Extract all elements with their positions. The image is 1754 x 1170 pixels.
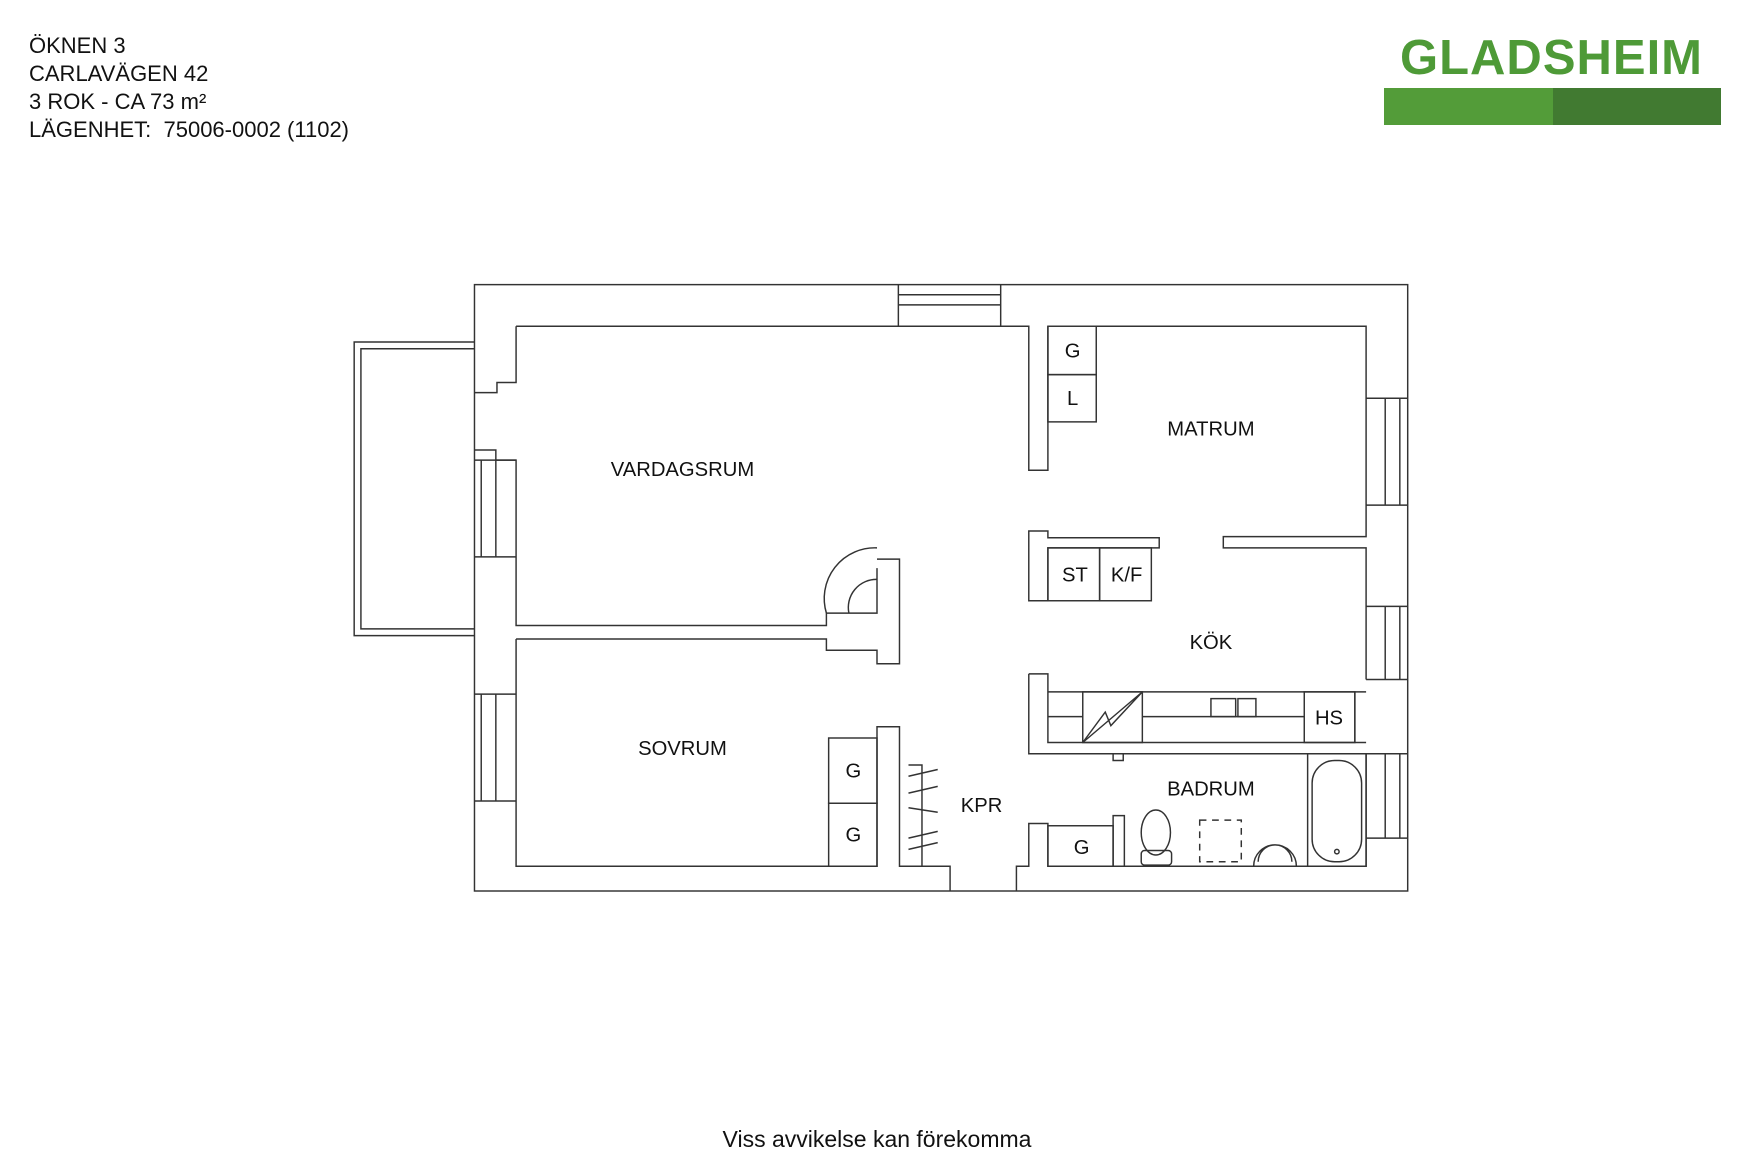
property-name: ÖKNEN 3 bbox=[29, 33, 126, 58]
wardrobe-label: G bbox=[1065, 341, 1081, 363]
apartment-number: LÄGENHET: 75006-0002 (1102) bbox=[29, 117, 349, 142]
wardrobe-label: G bbox=[1074, 837, 1090, 859]
wardrobe-label: G bbox=[846, 760, 862, 782]
fridge-freezer-label: K/F bbox=[1111, 565, 1142, 587]
room-label-badrum: BADRUM bbox=[1167, 778, 1255, 800]
disclaimer: Viss avvikelse kan förekomma bbox=[722, 1126, 1032, 1152]
property-size: 3 ROK - CA 73 m² bbox=[29, 89, 207, 114]
room-label-matrum: MATRUM bbox=[1167, 418, 1254, 440]
room-label-vardagsrum: VARDAGSRUM bbox=[611, 459, 754, 481]
room-label-kok: KÖK bbox=[1190, 632, 1233, 654]
property-address: CARLAVÄGEN 42 bbox=[29, 61, 209, 86]
wardrobe-label: G bbox=[846, 824, 862, 846]
tall-cabinet-label: HS bbox=[1315, 707, 1343, 729]
room-label-sovrum: SOVRUM bbox=[638, 738, 727, 760]
room-label-kpr: KPR bbox=[961, 795, 1003, 817]
logo-text: GLADSHEIM bbox=[1400, 31, 1703, 85]
walls bbox=[353, 283, 1409, 892]
logo-bar bbox=[1384, 88, 1721, 125]
property-info: ÖKNEN 3 CARLAVÄGEN 42 3 ROK - CA 73 m² L… bbox=[29, 32, 349, 144]
linen-closet-label: L bbox=[1067, 388, 1078, 410]
stove-label: ST bbox=[1062, 565, 1088, 587]
gladsheim-logo: GLADSHEIM bbox=[1384, 30, 1721, 125]
